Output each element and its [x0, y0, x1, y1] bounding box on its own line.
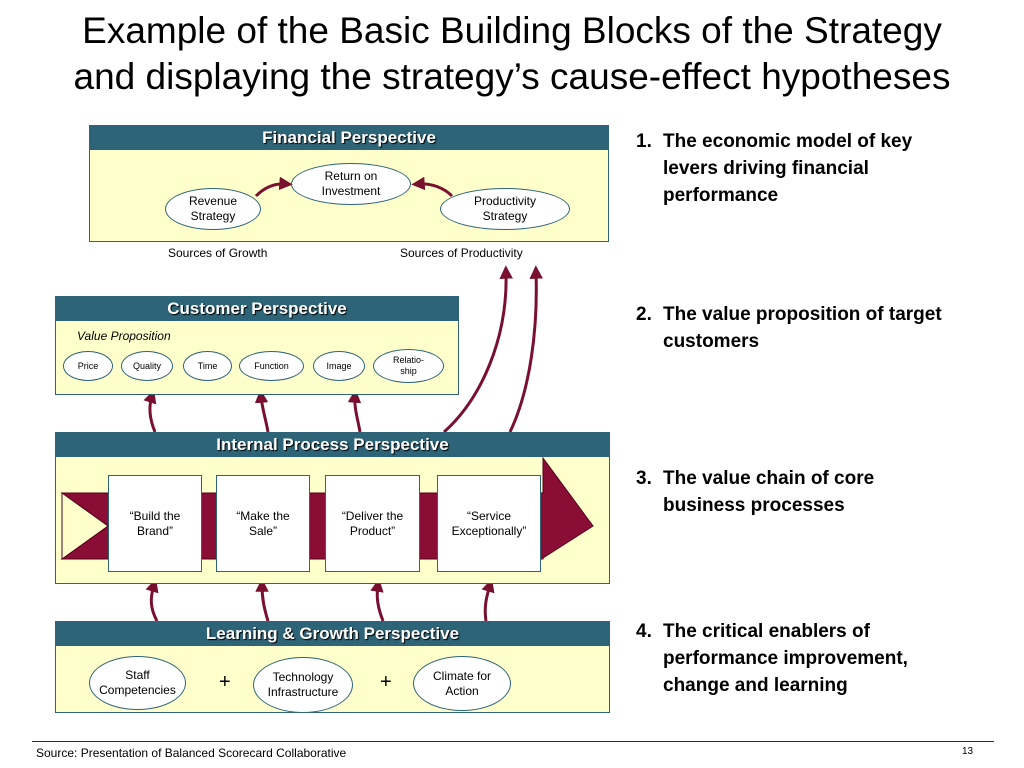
- footer-source: Source: Presentation of Balanced Scoreca…: [36, 746, 347, 760]
- process-build-brand-label: “Build the Brand”: [129, 508, 181, 538]
- relationship-oval: Relatio- ship: [373, 349, 444, 383]
- note-1: 1. The economic model of key levers driv…: [636, 128, 1006, 209]
- arrow-revenue-to-roi: [254, 176, 293, 198]
- process-service-exceptionally-label: “Service Exceptionally”: [451, 508, 527, 538]
- process-make-sale-label: “Make the Sale”: [236, 508, 290, 538]
- arrow-productivity-to-roi: [411, 176, 454, 198]
- title-line-1: Example of the Basic Building Blocks of …: [82, 10, 942, 51]
- staff-competencies-label: Staff Competencies: [99, 668, 176, 697]
- time-oval: Time: [183, 351, 232, 381]
- arrow-internal-to-customer-2: [254, 389, 270, 433]
- note-3-number: 3.: [636, 468, 652, 489]
- process-deliver-product: “Deliver the Product”: [325, 475, 420, 572]
- arrow-internal-to-productivity-1: [443, 265, 513, 434]
- note-2: 2. The value proposition of target custo…: [636, 301, 1006, 355]
- process-build-brand: “Build the Brand”: [108, 475, 202, 572]
- process-make-sale: “Make the Sale”: [216, 475, 310, 572]
- productivity-strategy-label: Productivity Strategy: [473, 194, 537, 223]
- revenue-strategy-oval: Revenue Strategy: [165, 188, 261, 230]
- climate-for-action-label: Climate for Action: [432, 668, 491, 698]
- plus-sign-1: +: [219, 671, 231, 693]
- note-4-number: 4.: [636, 621, 652, 642]
- value-proposition-label: Value Proposition: [77, 329, 171, 343]
- note-3-text: The value chain of core business process…: [663, 468, 875, 516]
- technology-infrastructure-oval: Technology Infrastructure: [253, 657, 353, 713]
- note-3: 3. The value chain of core business proc…: [636, 465, 1006, 519]
- note-4: 4. The critical enablers of performance …: [636, 618, 1006, 699]
- quality-label: Quality: [132, 360, 161, 371]
- note-1-text: The economic model of key levers driving…: [663, 131, 913, 206]
- technology-infrastructure-label: Technology Infrastructure: [267, 670, 339, 699]
- arrow-internal-to-customer-3: [347, 389, 362, 433]
- price-oval: Price: [63, 351, 113, 381]
- productivity-strategy-oval: Productivity Strategy: [440, 188, 570, 230]
- revenue-strategy-label: Revenue Strategy: [188, 194, 238, 223]
- slide-title: Example of the Basic Building Blocks of …: [0, 8, 1024, 100]
- arrow-learning-to-internal-3: [370, 578, 385, 622]
- function-oval: Function: [239, 351, 304, 381]
- climate-for-action-oval: Climate for Action: [413, 656, 511, 711]
- process-deliver-product-label: “Deliver the Product”: [341, 508, 404, 538]
- roi-oval: Return on Investment: [291, 163, 411, 205]
- arrow-learning-to-internal-2: [255, 578, 270, 622]
- time-label: Time: [197, 360, 218, 371]
- process-service-exceptionally: “Service Exceptionally”: [437, 475, 541, 572]
- note-4-text: The critical enablers of performance imp…: [663, 621, 908, 696]
- customer-perspective-header: Customer Perspective: [56, 297, 458, 321]
- arrow-learning-to-internal-4: [481, 578, 495, 622]
- financial-perspective-header: Financial Perspective: [90, 126, 608, 150]
- quality-oval: Quality: [121, 351, 173, 381]
- note-2-number: 2.: [636, 304, 652, 325]
- arrow-internal-to-productivity-2: [508, 265, 543, 433]
- image-label: Image: [326, 360, 352, 371]
- note-1-number: 1.: [636, 131, 652, 152]
- staff-competencies-oval: Staff Competencies: [89, 656, 186, 710]
- internal-process-header: Internal Process Perspective: [56, 433, 609, 457]
- roi-label: Return on Investment: [321, 169, 381, 198]
- footer-divider: [32, 741, 994, 742]
- sources-of-productivity-label: Sources of Productivity: [400, 246, 523, 260]
- function-label: Function: [254, 360, 289, 371]
- note-2-text: The value proposition of target customer…: [663, 304, 942, 352]
- learning-growth-header: Learning & Growth Perspective: [56, 622, 609, 646]
- page-number: 13: [962, 746, 974, 757]
- price-label: Price: [77, 360, 99, 371]
- title-line-2: and displaying the strategy’s cause-effe…: [73, 56, 951, 97]
- plus-sign-2: +: [380, 671, 392, 693]
- image-oval: Image: [313, 351, 365, 381]
- arrow-learning-to-internal-1: [145, 578, 159, 622]
- arrow-internal-to-customer-1: [143, 389, 157, 433]
- relationship-label: Relatio- ship: [392, 355, 424, 376]
- sources-of-growth-label: Sources of Growth: [168, 246, 268, 260]
